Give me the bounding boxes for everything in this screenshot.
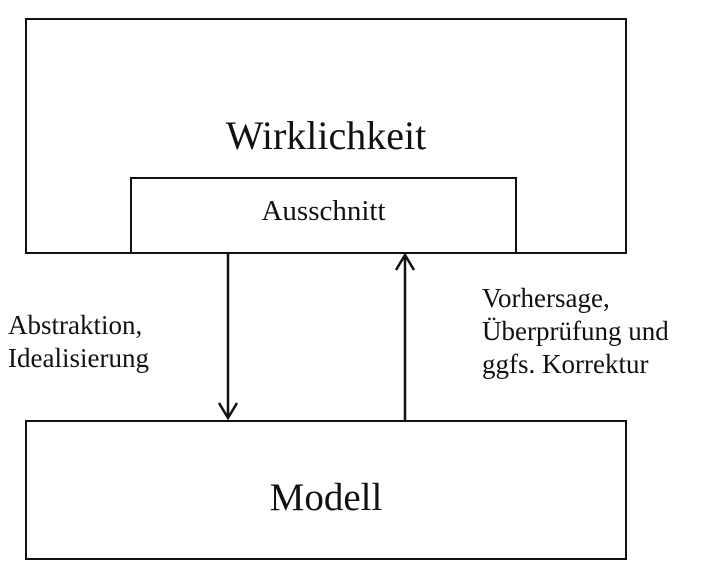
abstraction-label-line: Abstraktion, xyxy=(8,310,143,340)
prediction-label-line: ggfs. Korrektur xyxy=(482,349,649,379)
abstraction-label: Abstraktion, Idealisierung xyxy=(8,309,149,375)
reality-label: Wirklichkeit xyxy=(225,113,427,158)
abstraction-label-line: Idealisierung xyxy=(8,343,149,373)
prediction-label-line: Vorhersage, xyxy=(482,283,610,313)
abstraction-arrow xyxy=(217,254,239,421)
model-label: Modell xyxy=(269,476,383,519)
model-box: Modell xyxy=(25,420,627,560)
prediction-label: Vorhersage, Überprüfung und ggfs. Korrek… xyxy=(482,282,669,381)
excerpt-label: Ausschnitt xyxy=(261,195,386,227)
prediction-arrow xyxy=(394,252,416,420)
excerpt-box: Ausschnitt xyxy=(130,177,517,254)
prediction-label-line: Überprüfung und xyxy=(482,316,669,346)
